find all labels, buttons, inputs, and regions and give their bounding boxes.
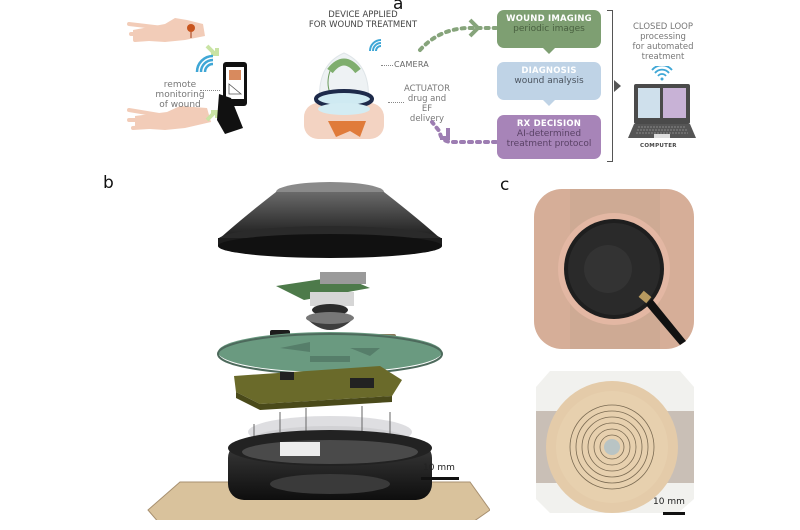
actuator-label-line: ACTUATOR xyxy=(404,84,450,94)
actuator-leader-line xyxy=(388,102,404,103)
computer-label: COMPUTER xyxy=(640,143,677,149)
device-cap-dome xyxy=(218,182,442,258)
camera-leader-line xyxy=(381,65,393,66)
wifi-icon xyxy=(195,54,214,73)
bracket-arrow-icon xyxy=(614,80,621,92)
worn-device-photo xyxy=(534,189,694,349)
step-wound-imaging: WOUND IMAGING periodic images xyxy=(497,10,601,54)
step-title: WOUND IMAGING xyxy=(506,14,592,24)
caption-line: for automated xyxy=(632,42,694,52)
actuator-label-line: drug and EF xyxy=(407,94,447,114)
wound-device-illustration xyxy=(304,39,384,139)
panel-c-label: c xyxy=(500,175,510,195)
step-subtitle: periodic images xyxy=(513,24,585,34)
camera-board xyxy=(276,272,370,330)
step-pointer xyxy=(542,47,556,54)
remote-monitoring-caption: remote monitoring of wound xyxy=(150,80,210,110)
computer-wifi-icon xyxy=(651,66,673,81)
lower-hand-icon xyxy=(127,106,211,130)
green-dotted-arrow xyxy=(418,18,498,52)
flow-arrows xyxy=(418,18,498,144)
caption-line: of wound xyxy=(159,100,201,110)
panel-b-scale-label: 10 mm xyxy=(423,463,455,473)
caption-line: remote xyxy=(163,80,197,90)
step-subtitle: wound analysis xyxy=(514,76,584,86)
laptop-icon xyxy=(628,84,696,138)
sync-arrows-icon xyxy=(205,44,219,122)
panel-b-scale-bar xyxy=(421,477,459,480)
step-pointer xyxy=(542,99,556,106)
caption-line: treatment xyxy=(641,52,685,62)
electrode-patch-photo xyxy=(536,371,694,513)
wound-icon xyxy=(328,121,366,137)
panel-a-label: a xyxy=(393,0,404,14)
panel-b-label: b xyxy=(103,173,114,193)
device-title-line: DEVICE APPLIED xyxy=(328,10,398,20)
caption-line: monitoring xyxy=(155,90,205,100)
remote-monitoring-illustration xyxy=(127,18,247,134)
actuator-label: ACTUATOR drug and EF delivery xyxy=(402,84,452,124)
actuator-label-line: delivery xyxy=(409,114,445,124)
device-wifi-icon xyxy=(369,39,382,52)
computer-illustration xyxy=(628,66,696,138)
step-title: RX DECISION xyxy=(516,119,582,129)
spiral-electrodes xyxy=(569,404,655,490)
exploded-device-render xyxy=(147,182,490,520)
upper-hand-icon xyxy=(127,18,205,42)
device-title: DEVICE APPLIED FOR WOUND TREATMENT xyxy=(303,10,423,30)
main-pcb xyxy=(234,366,402,410)
panel-c-scale-bar xyxy=(663,512,685,515)
closed-loop-caption: CLOSED LOOP processing for automated tre… xyxy=(620,22,706,62)
camera-icon xyxy=(327,58,361,74)
camera-label: CAMERA xyxy=(394,60,429,69)
purple-dotted-arrow xyxy=(430,120,498,144)
step-title: DIAGNOSIS xyxy=(521,66,577,76)
cable-icon xyxy=(646,299,686,345)
smartphone-icon xyxy=(217,62,247,134)
caption-line: CLOSED LOOP xyxy=(632,22,693,32)
panel-c-scale-label: 10 mm xyxy=(653,497,685,507)
step-diagnosis: DIAGNOSIS wound analysis xyxy=(497,62,601,106)
device-base-housing xyxy=(147,430,490,520)
green-pcb-disc xyxy=(217,330,443,375)
device-title-line: FOR WOUND TREATMENT xyxy=(308,20,418,30)
caption-leader-line xyxy=(200,90,220,91)
closed-loop-bracket xyxy=(607,10,613,162)
caption-line: processing xyxy=(640,32,686,42)
step-rx-decision: RX DECISION AI-determined treatment prot… xyxy=(497,115,601,159)
step-subtitle: AI-determined treatment protocol xyxy=(506,129,592,149)
